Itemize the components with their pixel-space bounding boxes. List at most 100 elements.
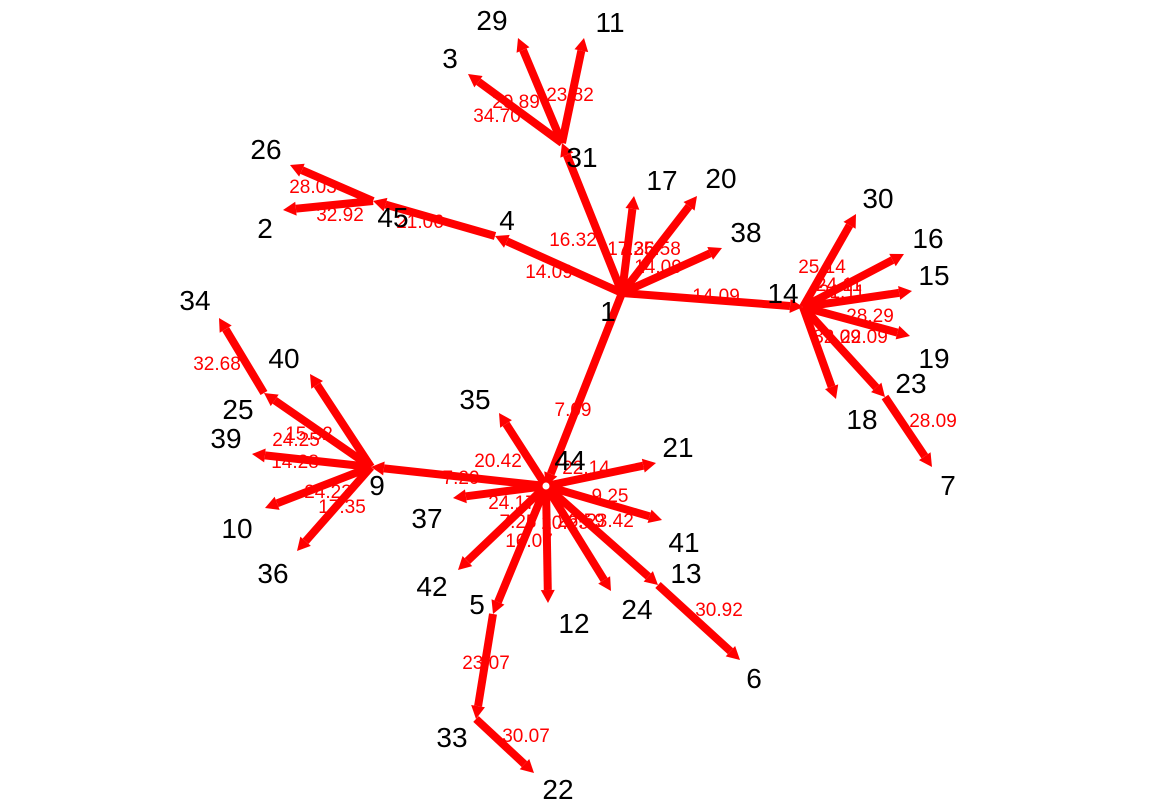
edge-weight-label: 21.06 xyxy=(396,212,444,233)
arrowhead-5-33 xyxy=(471,705,485,719)
node-label: 12 xyxy=(558,608,589,639)
arrowhead-44-5 xyxy=(491,599,505,614)
edge-14-15 xyxy=(802,288,900,311)
node-label: 41 xyxy=(668,527,699,558)
node-label: 37 xyxy=(411,503,442,534)
arrowhead-44-24 xyxy=(598,576,611,591)
node-labels-layer: 1234567910111213141516171819202122232425… xyxy=(179,5,955,805)
edge-1-20 xyxy=(618,203,693,296)
edge-weight-label: 17.36 xyxy=(607,239,655,260)
edge-31-3 xyxy=(476,78,565,147)
arrowhead-14-23 xyxy=(871,382,885,397)
edge-44-24 xyxy=(542,483,608,583)
edge-weight-label: 24.11 xyxy=(816,275,862,296)
node-label: 16 xyxy=(912,223,943,254)
edge-weight-label: 14.09 xyxy=(634,257,682,278)
node-label: 3 xyxy=(442,43,458,74)
node-label: 15 xyxy=(918,260,949,291)
node-label: 18 xyxy=(846,404,877,435)
edge-weight-label: 32.68 xyxy=(193,354,241,375)
node-label: 10 xyxy=(221,513,252,544)
arrowhead-14-30 xyxy=(843,214,856,229)
edge-44-37 xyxy=(465,482,547,501)
node-label: 26 xyxy=(250,134,281,165)
edge-1-17 xyxy=(618,208,637,294)
arrowhead-1-17 xyxy=(625,196,640,210)
node-label: 13 xyxy=(670,558,701,589)
arrowhead-44-9 xyxy=(371,461,385,476)
arrowhead-9-10 xyxy=(265,496,280,510)
edge-1-38 xyxy=(620,249,712,297)
arrowhead-45-26 xyxy=(290,163,305,177)
edge-weight-label: 7.25 xyxy=(500,512,537,533)
node-label: 23 xyxy=(895,368,926,399)
edge-13-6 xyxy=(655,582,734,655)
arrowhead-1-20 xyxy=(683,196,697,211)
edge-weight-label: 7.20 xyxy=(443,468,480,489)
arrowhead-9-36 xyxy=(297,536,311,551)
edge-weight-label: 30.92 xyxy=(695,600,743,621)
edge-weight-label: 20.42 xyxy=(474,451,522,472)
edge-weight-label: 32.09 xyxy=(813,327,861,348)
arrowhead-9-40 xyxy=(310,374,323,389)
edge-1-31 xyxy=(563,153,626,295)
edge-weight-label: 14.09 xyxy=(525,262,573,283)
arrowhead-13-6 xyxy=(725,646,740,660)
node-label: 4 xyxy=(499,205,515,236)
arrowhead-31-3 xyxy=(468,74,483,88)
arrowhead-9-39 xyxy=(252,448,266,463)
arrowhead-14-18 xyxy=(825,384,839,399)
node-label: 35 xyxy=(459,384,490,415)
node-label: 14 xyxy=(767,278,798,309)
edge-1-14 xyxy=(621,289,791,310)
edge-44-12 xyxy=(542,485,552,591)
edge-25-34 xyxy=(222,327,268,396)
arrowhead-44-41 xyxy=(647,509,662,524)
edge-33-22 xyxy=(473,716,528,768)
edge-weight-label: 22.09 xyxy=(840,327,888,348)
edge-31-29 xyxy=(519,48,566,145)
arrowhead-14-19 xyxy=(895,325,910,340)
arrowhead-1-14 xyxy=(789,299,803,313)
edge-weight-label: 16.32 xyxy=(549,230,597,251)
edge-45-26 xyxy=(300,166,375,205)
edge-23-7 xyxy=(881,394,929,459)
edge-1-44 xyxy=(547,291,626,476)
node-label: 33 xyxy=(436,722,467,753)
node-label: 11 xyxy=(595,7,624,38)
edge-5-33 xyxy=(474,613,497,707)
edge-44-13 xyxy=(543,483,651,580)
node-label: 19 xyxy=(918,343,949,374)
edge-weight-label: 24.25 xyxy=(272,430,320,451)
edge-9-10 xyxy=(275,463,373,508)
arrowhead-44-12 xyxy=(540,589,555,603)
edge-14-23 xyxy=(800,304,880,391)
node-label: 30 xyxy=(862,183,893,214)
arrowhead-44-35 xyxy=(499,413,512,428)
edge-44-35 xyxy=(502,421,550,489)
node-label: 6 xyxy=(746,663,762,694)
edge-9-40 xyxy=(313,382,375,470)
edge-weight-label: 30.07 xyxy=(502,726,550,747)
node-label: 44 xyxy=(554,445,585,476)
edge-9-39 xyxy=(264,451,372,471)
arrowhead-1-38 xyxy=(707,246,722,260)
edge-weight-label: 21.11 xyxy=(819,282,865,303)
arrowhead-14-15 xyxy=(898,285,912,300)
edge-44-21 xyxy=(545,461,645,490)
edge-weight-label: 23.42 xyxy=(586,511,634,532)
arrowhead-31-29 xyxy=(516,38,530,53)
arrowhead-14-16 xyxy=(889,253,904,267)
edge-9-36 xyxy=(302,464,375,544)
node-label: 36 xyxy=(257,558,288,589)
edge-weight-label: 32.92 xyxy=(316,205,364,226)
node-label: 40 xyxy=(268,343,299,374)
node-label: 42 xyxy=(416,571,447,602)
arrowhead-9-25 xyxy=(264,393,279,407)
edge-weight-label: 34.70 xyxy=(473,106,521,127)
edge-weight-label: 22.14 xyxy=(562,458,610,479)
arrowhead-25-34 xyxy=(219,318,232,333)
edge-weight-label: 26.59 xyxy=(557,511,605,532)
